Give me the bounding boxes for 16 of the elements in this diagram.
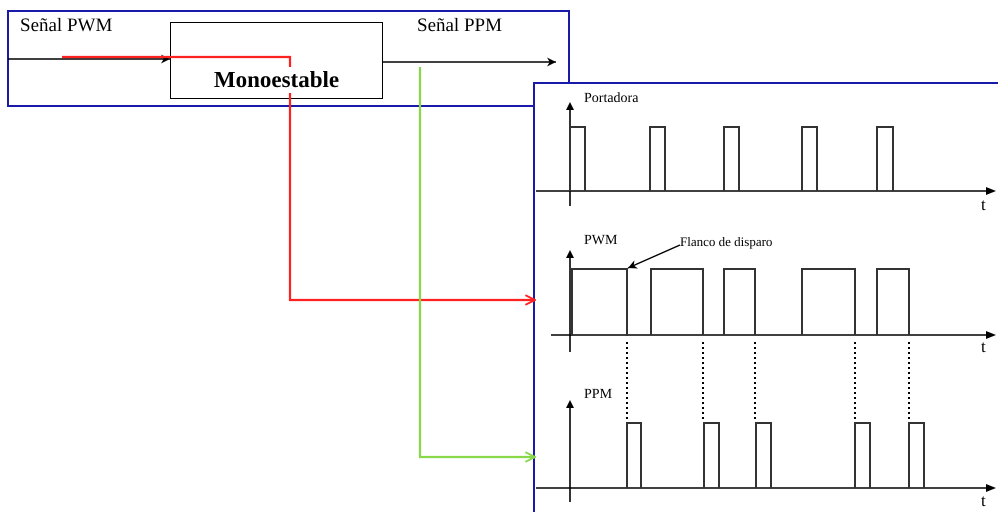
signal-label: PPM <box>584 387 612 403</box>
signal-panel <box>533 82 998 512</box>
system-frame <box>7 10 570 107</box>
signal-label: PWM <box>584 233 618 249</box>
axis-label: t <box>981 338 986 356</box>
pulse <box>571 268 628 336</box>
axis-label: t <box>981 492 986 510</box>
signal-label: Portadora <box>584 91 638 107</box>
leader-arrow <box>628 244 680 269</box>
process-box: Monoestable <box>170 22 383 99</box>
signal-arrow <box>8 54 170 64</box>
signal-arrow <box>62 56 536 306</box>
signal-arrow <box>383 58 556 66</box>
annotation-text: Flanco de disparo <box>680 233 802 250</box>
axis-label: t <box>981 196 986 214</box>
signal-arrow <box>418 67 536 463</box>
